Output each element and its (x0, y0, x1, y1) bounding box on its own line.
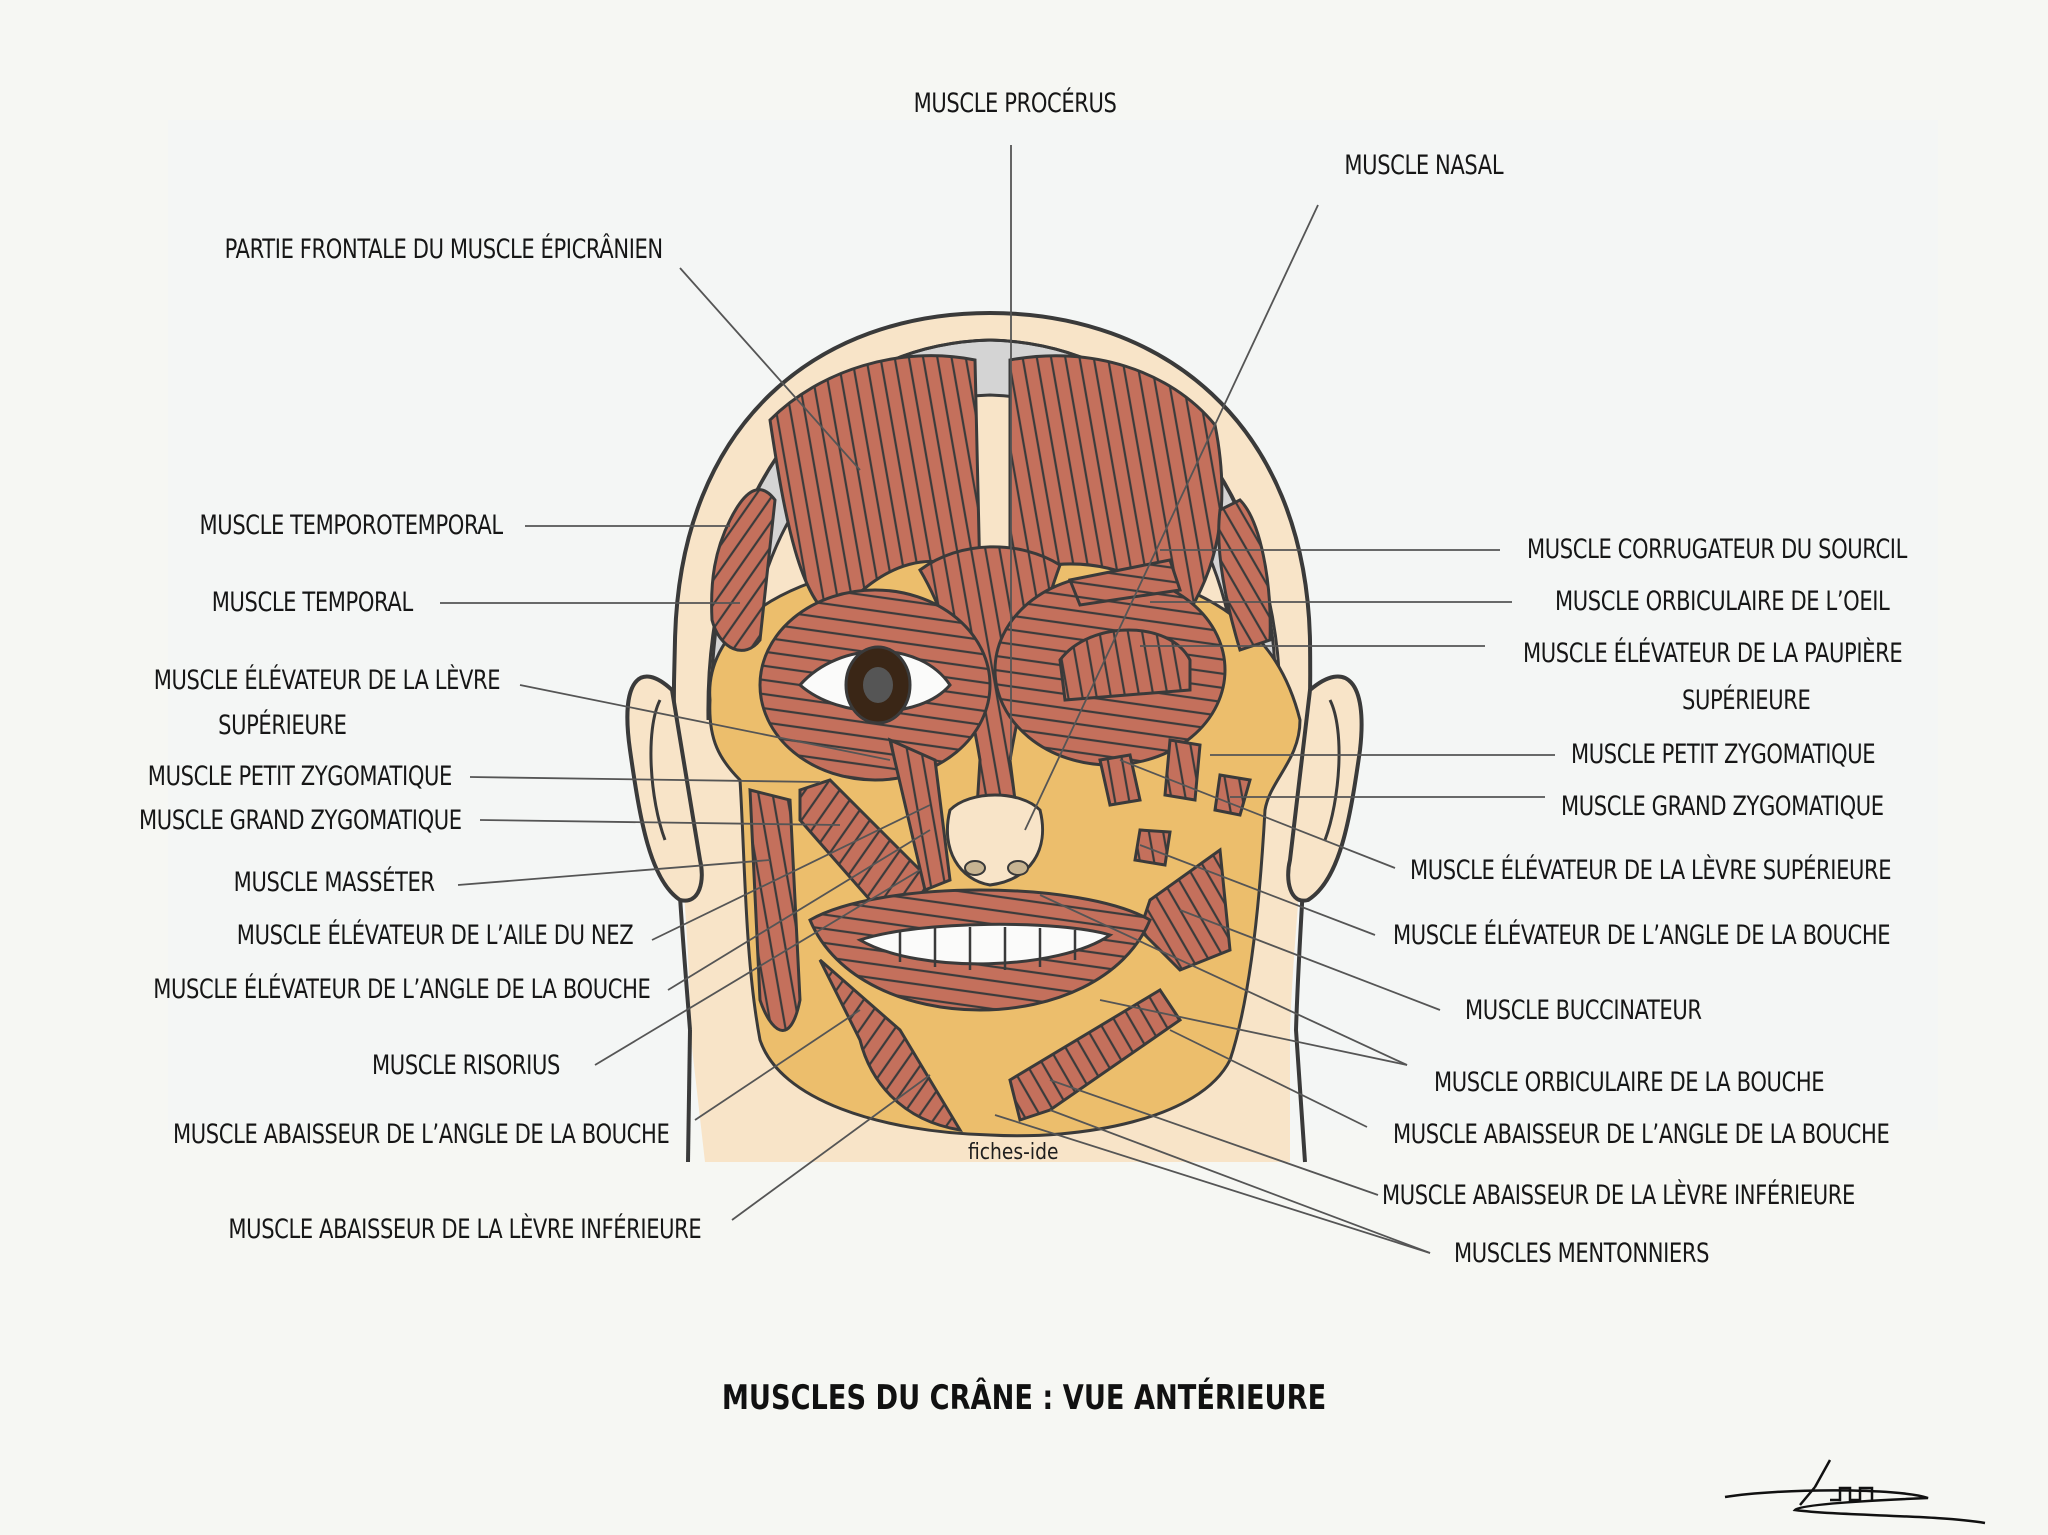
label-levator-palpebrae-l2: SUPÉRIEURE (1682, 685, 1811, 716)
label-levator-labii-superior-right: MUSCLE ÉLÉVATEUR DE LA LÈVRE SUPÉRIEURE (1410, 855, 1892, 886)
levator-palpebrae (1058, 628, 1192, 702)
frontal-muscle-left (768, 354, 982, 622)
masseter-muscle-left (748, 788, 802, 1032)
label-mentalis: MUSCLES MENTONNIERS (1454, 1238, 1710, 1269)
label-orbicularis-oris: MUSCLE ORBICULAIRE DE LA BOUCHE (1434, 1067, 1825, 1098)
label-depressor-anguli-oris-right: MUSCLE ABAISSEUR DE L’ANGLE DE LA BOUCHE (1393, 1119, 1890, 1150)
signature (1724, 1459, 1986, 1525)
label-levator-labii-superior-l1: MUSCLE ÉLÉVATEUR DE LA LÈVRE (153, 665, 501, 696)
label-levator-anguli-oris-right: MUSCLE ÉLÉVATEUR DE L’ANGLE DE LA BOUCHE (1393, 920, 1891, 951)
right-ear (1286, 674, 1364, 903)
label-risorius: MUSCLE RISORIUS (372, 1050, 560, 1081)
label-levator-anguli-oris-left: MUSCLE ÉLÉVATEUR DE L’ANGLE DE LA BOUCHE (152, 974, 651, 1005)
label-levator-labii-superior-l2: SUPÉRIEURE (218, 710, 347, 741)
label-masseter: MUSCLE MASSÉTER (234, 867, 435, 898)
mouth (808, 888, 1152, 1012)
label-frontal-epicranial: PARTIE FRONTALE DU MUSCLE ÉPICRÂNIEN (224, 234, 664, 265)
label-depressor-labii-inferioris-left: MUSCLE ABAISSEUR DE LA LÈVRE INFÉRIEURE (228, 1214, 701, 1245)
label-levator-alae-nasi: MUSCLE ÉLÉVATEUR DE L’AILE DU NEZ (236, 920, 634, 951)
label-depressor-anguli-oris-left: MUSCLE ABAISSEUR DE L’ANGLE DE LA BOUCHE (172, 1119, 670, 1150)
label-temporal: MUSCLE TEMPORAL (211, 587, 413, 618)
label-zygomaticus-minor-left: MUSCLE PETIT ZYGOMATIQUE (147, 761, 453, 792)
label-zygomaticus-major-right: MUSCLE GRAND ZYGOMATIQUE (1561, 791, 1884, 822)
label-corrugator: MUSCLE CORRUGATEUR DU SOURCIL (1527, 534, 1907, 565)
label-buccinator: MUSCLE BUCCINATEUR (1465, 995, 1702, 1026)
corrugator-muscle (1067, 558, 1182, 607)
mentalis-right (1008, 987, 1183, 1122)
diagram-title: MUSCLES DU CRÂNE : VUE ANTÉRIEURE (721, 1378, 1327, 1418)
leader-lines (440, 145, 1555, 1254)
watermark: fiches-ide (967, 1140, 1059, 1165)
temporal-muscle-right (1217, 498, 1272, 652)
label-depressor-labii-inferioris-right: MUSCLE ABAISSEUR DE LA LÈVRE INFÉRIEURE (1382, 1180, 1855, 1211)
label-nasal: MUSCLE NASAL (1344, 150, 1504, 181)
eye (797, 645, 952, 725)
label-procerus: MUSCLE PROCÉRUS (913, 88, 1117, 119)
label-zygomaticus-major-left: MUSCLE GRAND ZYGOMATIQUE (139, 805, 462, 836)
nose (945, 793, 1045, 887)
temporal-muscle-left (710, 488, 777, 652)
zygomatic-stubs-right (1098, 738, 1252, 867)
label-zygomaticus-minor-right: MUSCLE PETIT ZYGOMATIQUE (1571, 739, 1876, 770)
label-orbicularis-oculi: MUSCLE ORBICULAIRE DE L’OEIL (1555, 586, 1890, 617)
label-levator-palpebrae-l1: MUSCLE ÉLÉVATEUR DE LA PAUPIÈRE (1523, 638, 1903, 669)
label-temporotemporal: MUSCLE TEMPOROTEMPORAL (199, 510, 504, 541)
